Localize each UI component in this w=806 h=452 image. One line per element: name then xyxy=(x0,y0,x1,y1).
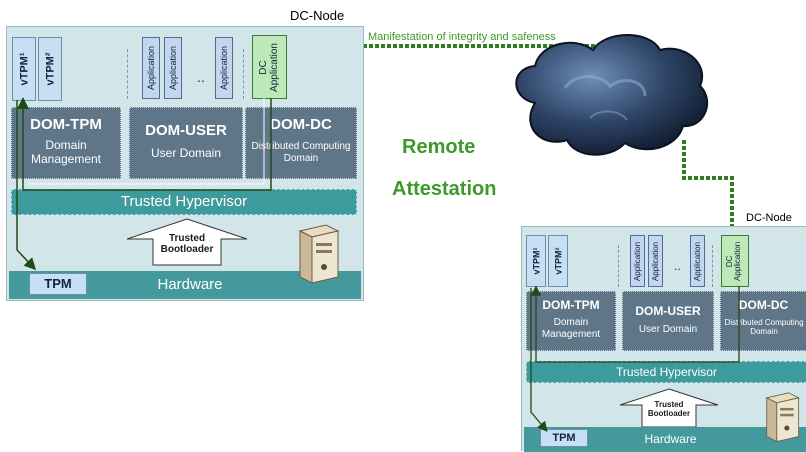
remote-tpm-chip: TPM xyxy=(540,429,588,447)
dom-dc: DOM-DC Distributed Computing Domain xyxy=(245,107,357,179)
dom-dc-title: DOM-DC xyxy=(270,116,332,133)
column-separator xyxy=(618,245,619,287)
column-separator xyxy=(127,49,128,99)
application-1: Application xyxy=(142,37,160,99)
remote-attestation-line2: Attestation xyxy=(392,178,497,200)
bootloader-line1: Trusted xyxy=(168,233,206,244)
application-2-label: Application xyxy=(168,45,178,91)
tpm-label: TPM xyxy=(44,276,72,291)
remote-application-3-label: Application xyxy=(693,241,703,281)
trusted-hypervisor: Trusted Hypervisor xyxy=(11,189,357,215)
bootloader-arrow-icon xyxy=(126,218,248,266)
remote-application-2: Application xyxy=(648,235,663,287)
tpm-chip: TPM xyxy=(29,273,87,295)
remote-application-2-label: Application xyxy=(651,241,661,281)
remote-application-1-label: Application xyxy=(633,241,643,281)
remote-hardware-label: Hardware xyxy=(644,432,697,446)
remote-vtpm-1-label: vTPM¹ xyxy=(531,247,541,275)
dom-user-title: DOM-USER xyxy=(145,122,227,139)
vtpm-1-label: vTPM¹ xyxy=(18,52,30,86)
remote-dom-dc-subtitle: Distributed Computing Domain xyxy=(724,318,804,337)
remote-dom-tpm: DOM-TPM Domain Management xyxy=(526,291,616,351)
dom-tpm: DOM-TPM Domain Management xyxy=(11,107,121,179)
vtpm-2: vTPM² xyxy=(38,37,62,101)
dom-tpm-title: DOM-TPM xyxy=(30,116,102,133)
bootloader-line2: Bootloader xyxy=(160,244,214,255)
dom-user: DOM-USER User Domain xyxy=(129,107,243,179)
remote-dom-user-subtitle: User Domain xyxy=(638,324,698,335)
dc-application: DC Application xyxy=(252,35,287,99)
remote-dom-tpm-title: DOM-TPM xyxy=(542,298,600,312)
remote-vtpm-2: vTPM² xyxy=(548,235,568,287)
remote-trusted-hypervisor-label: Trusted Hypervisor xyxy=(616,365,717,379)
remote-bootloader-line2: Bootloader xyxy=(647,408,691,418)
application-ellipsis: .. xyxy=(197,69,205,85)
dom-user-subtitle: User Domain xyxy=(150,146,222,160)
remote-application-1: Application xyxy=(630,235,645,287)
application-2: Application xyxy=(164,37,182,99)
dc-application-line2: Application xyxy=(268,42,280,92)
remote-bootloader-line1: Trusted xyxy=(654,400,684,409)
remote-dc-application-line2: Application xyxy=(734,241,744,281)
remote-trusted-hypervisor: Trusted Hypervisor xyxy=(526,361,806,383)
remote-application-ellipsis: .. xyxy=(674,259,681,273)
column-separator xyxy=(712,245,713,287)
vtpm-2-label: vTPM² xyxy=(44,52,56,86)
remote-server-icon xyxy=(765,392,800,443)
main-node-label: DC-Node xyxy=(290,8,345,23)
dc-application-line1: DC xyxy=(258,59,270,75)
vtpm-1: vTPM¹ xyxy=(12,37,36,101)
hardware-label: Hardware xyxy=(157,276,223,293)
remote-bootloader-label: Trusted Bootloader xyxy=(642,400,696,419)
bootloader-label: Trusted Bootloader xyxy=(153,233,221,255)
remote-application-3: Application xyxy=(690,235,705,287)
dom-dc-subtitle: Distributed Computing Domain xyxy=(251,141,351,164)
main-dc-node: vTPM¹ vTPM² Application Application .. A… xyxy=(6,26,364,301)
dom-tpm-subtitle: Domain Management xyxy=(30,138,102,166)
remote-tpm-label: TPM xyxy=(552,432,576,444)
server-icon xyxy=(298,224,340,284)
remote-node-label: DC-Node xyxy=(746,212,792,224)
remote-dom-dc: DOM-DC Distributed Computing Domain xyxy=(720,291,806,351)
remote-dc-application: DC Application xyxy=(721,235,749,287)
remote-vtpm-1: vTPM¹ xyxy=(526,235,546,287)
remote-vtpm-2-label: vTPM² xyxy=(553,247,563,275)
remote-dom-tpm-subtitle: Domain Management xyxy=(541,317,601,340)
manifestation-label: Manifestation of integrity and safeness xyxy=(368,31,556,43)
application-3-label: Application xyxy=(219,45,229,91)
remote-dc-node: vTPM¹ vTPM² Application Application .. A… xyxy=(521,226,806,452)
remote-dom-user: DOM-USER User Domain xyxy=(622,291,714,351)
trusted-hypervisor-label: Trusted Hypervisor xyxy=(120,193,248,210)
column-separator xyxy=(243,49,244,99)
application-1-label: Application xyxy=(146,45,156,91)
remote-attestation-line1: Remote xyxy=(402,136,476,158)
remote-dom-dc-title: DOM-DC xyxy=(738,298,789,312)
application-3: Application xyxy=(215,37,233,99)
remote-dom-user-title: DOM-USER xyxy=(635,304,701,318)
cloud-icon xyxy=(515,34,709,156)
